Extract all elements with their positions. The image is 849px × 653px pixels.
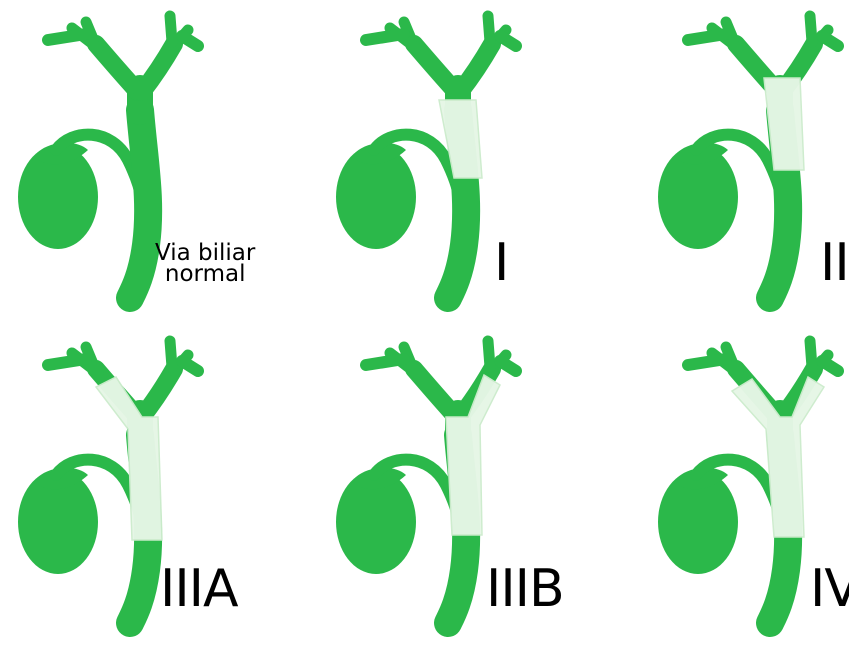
biliary-tree-type-i [318,0,638,320]
biliary-duct-shape [658,16,838,298]
biliary-duct-shape [336,16,516,298]
panel-type-ii: II [640,0,849,320]
panel-label-type-iv: IV [810,563,849,615]
panel-type-iiib: IIIB [318,325,638,645]
label-line-2: normal [155,264,255,285]
panel-label-normal: Via biliar normal [155,243,255,285]
panel-type-i: I [318,0,638,320]
panel-label-type-i: I [494,237,508,289]
panel-normal: Via biliar normal [0,0,320,320]
biliary-tree-type-ii [640,0,849,320]
biliary-tree-type-iiib [318,325,638,645]
panel-label-type-ii: II [820,237,849,289]
panel-type-iv: IV [640,325,849,645]
panel-type-iiia: IIIA [0,325,320,645]
panel-label-type-iiib: IIIB [486,563,564,615]
panel-label-type-iiia: IIIA [160,563,238,615]
